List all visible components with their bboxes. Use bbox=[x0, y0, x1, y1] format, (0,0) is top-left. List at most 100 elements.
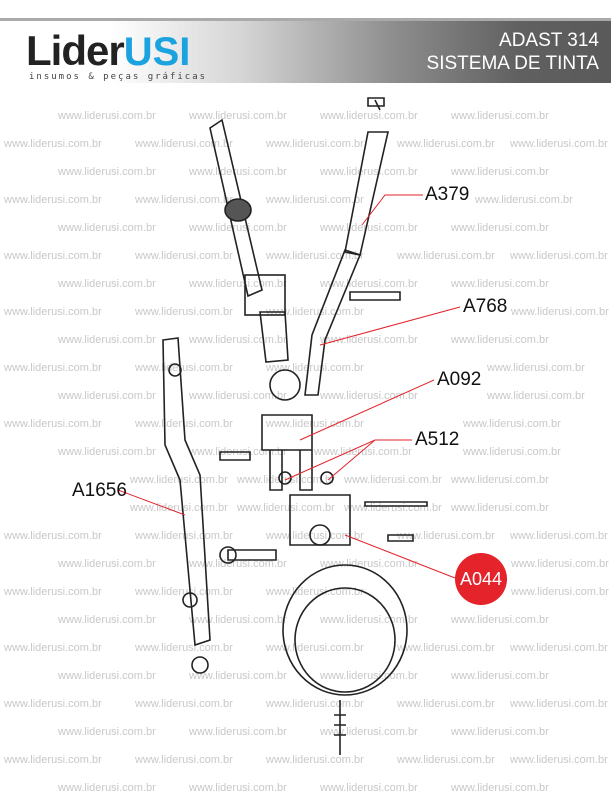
bracket-part-a092 bbox=[261, 414, 313, 491]
watermark-text: www.liderusi.com.br bbox=[510, 698, 608, 710]
watermark-text: www.liderusi.com.br bbox=[58, 110, 156, 122]
watermark-text: www.liderusi.com.br bbox=[135, 306, 233, 318]
watermark-text: www.liderusi.com.br bbox=[511, 306, 609, 318]
watermark-text: www.liderusi.com.br bbox=[463, 446, 561, 458]
watermark-text: www.liderusi.com.br bbox=[320, 670, 418, 682]
watermark-text: www.liderusi.com.br bbox=[189, 278, 287, 290]
watermark-text: www.liderusi.com.br bbox=[4, 698, 102, 710]
watermark-text: www.liderusi.com.br bbox=[266, 194, 364, 206]
highlighted-part-badge-a044: A044 bbox=[455, 553, 507, 605]
watermark-text: www.liderusi.com.br bbox=[189, 558, 287, 570]
watermark-text: www.liderusi.com.br bbox=[58, 166, 156, 178]
watermark-text: www.liderusi.com.br bbox=[58, 278, 156, 290]
watermark-text: www.liderusi.com.br bbox=[266, 306, 364, 318]
watermark-text: www.liderusi.com.br bbox=[510, 250, 608, 262]
watermark-text: www.liderusi.com.br bbox=[320, 558, 418, 570]
watermark-text: www.liderusi.com.br bbox=[4, 194, 102, 206]
watermark-text: www.liderusi.com.br bbox=[266, 250, 364, 262]
watermark-text: www.liderusi.com.br bbox=[487, 390, 585, 402]
watermark-text: www.liderusi.com.br bbox=[397, 754, 495, 766]
watermark-text: www.liderusi.com.br bbox=[189, 110, 287, 122]
watermark-text: www.liderusi.com.br bbox=[189, 166, 287, 178]
label-a768: A768 bbox=[463, 296, 508, 317]
watermark-text: www.liderusi.com.br bbox=[237, 502, 335, 514]
watermark-text: www.liderusi.com.br bbox=[397, 250, 495, 262]
watermark-text: www.liderusi.com.br bbox=[4, 250, 102, 262]
watermark-text: www.liderusi.com.br bbox=[344, 502, 442, 514]
watermark-text: www.liderusi.com.br bbox=[266, 138, 364, 150]
label-a512: A512 bbox=[415, 429, 460, 450]
label-a092: A092 bbox=[437, 369, 482, 390]
watermark-text: www.liderusi.com.br bbox=[58, 390, 156, 402]
label-a1656: A1656 bbox=[72, 480, 127, 501]
watermark-text: www.liderusi.com.br bbox=[189, 614, 287, 626]
watermark-text: www.liderusi.com.br bbox=[320, 782, 418, 794]
lever-part-a1656 bbox=[162, 337, 211, 647]
liderusi-logo: LiderUSI insumos & peças gráficas bbox=[26, 27, 208, 82]
watermark-text: www.liderusi.com.br bbox=[58, 558, 156, 570]
watermark-text: www.liderusi.com.br bbox=[487, 362, 585, 374]
watermark-text: www.liderusi.com.br bbox=[58, 614, 156, 626]
watermark-text: www.liderusi.com.br bbox=[189, 782, 287, 794]
watermark-text: www.liderusi.com.br bbox=[58, 726, 156, 738]
watermark-text: www.liderusi.com.br bbox=[397, 698, 495, 710]
watermark-text: www.liderusi.com.br bbox=[320, 110, 418, 122]
watermark-text: www.liderusi.com.br bbox=[451, 782, 549, 794]
watermark-text: www.liderusi.com.br bbox=[4, 362, 102, 374]
watermark-text: www.liderusi.com.br bbox=[397, 642, 495, 654]
handle-block-part bbox=[244, 274, 286, 316]
watermark-text: www.liderusi.com.br bbox=[320, 334, 418, 346]
watermark-text: www.liderusi.com.br bbox=[511, 558, 609, 570]
watermark-text: www.liderusi.com.br bbox=[4, 754, 102, 766]
watermark-text: www.liderusi.com.br bbox=[475, 194, 573, 206]
watermark-text: www.liderusi.com.br bbox=[58, 782, 156, 794]
watermark-text: www.liderusi.com.br bbox=[130, 502, 228, 514]
watermark-text: www.liderusi.com.br bbox=[510, 754, 608, 766]
header-banner: LiderUSI insumos & peças gráficas ADAST … bbox=[0, 18, 611, 83]
watermark-text: www.liderusi.com.br bbox=[451, 110, 549, 122]
watermark-text: www.liderusi.com.br bbox=[135, 362, 233, 374]
watermark-text: www.liderusi.com.br bbox=[189, 222, 287, 234]
watermark-text: www.liderusi.com.br bbox=[135, 754, 233, 766]
watermark-text: www.liderusi.com.br bbox=[451, 502, 549, 514]
watermark-text: www.liderusi.com.br bbox=[58, 222, 156, 234]
watermark-text: www.liderusi.com.br bbox=[266, 642, 364, 654]
watermark-text: www.liderusi.com.br bbox=[320, 166, 418, 178]
watermark-text: www.liderusi.com.br bbox=[451, 166, 549, 178]
watermark-text: www.liderusi.com.br bbox=[135, 530, 233, 542]
watermark-text: www.liderusi.com.br bbox=[510, 642, 608, 654]
watermark-text: www.liderusi.com.br bbox=[4, 586, 102, 598]
watermark-text: www.liderusi.com.br bbox=[451, 614, 549, 626]
rod-part-a768 bbox=[304, 249, 362, 396]
watermark-text: www.liderusi.com.br bbox=[320, 222, 418, 234]
watermark-text: www.liderusi.com.br bbox=[511, 586, 609, 598]
watermark-text: www.liderusi.com.br bbox=[510, 138, 608, 150]
watermark-text: www.liderusi.com.br bbox=[451, 222, 549, 234]
watermark-text: www.liderusi.com.br bbox=[135, 250, 233, 262]
watermark-text: www.liderusi.com.br bbox=[189, 726, 287, 738]
watermark-text: www.liderusi.com.br bbox=[451, 726, 549, 738]
watermark-text: www.liderusi.com.br bbox=[189, 390, 287, 402]
page-title: ADAST 314 SISTEMA DE TINTA bbox=[426, 30, 599, 74]
watermark-text: www.liderusi.com.br bbox=[451, 670, 549, 682]
watermark-text: www.liderusi.com.br bbox=[463, 418, 561, 430]
watermark-text: www.liderusi.com.br bbox=[135, 194, 233, 206]
watermark-text: www.liderusi.com.br bbox=[344, 474, 442, 486]
left-handle-part bbox=[209, 118, 263, 298]
watermark-text: www.liderusi.com.br bbox=[58, 446, 156, 458]
watermark-text: www.liderusi.com.br bbox=[4, 642, 102, 654]
watermark-text: www.liderusi.com.br bbox=[4, 306, 102, 318]
watermark-text: www.liderusi.com.br bbox=[135, 642, 233, 654]
watermark-text: www.liderusi.com.br bbox=[135, 138, 233, 150]
drum-part-a044 bbox=[282, 564, 408, 696]
watermark-text: www.liderusi.com.br bbox=[130, 474, 228, 486]
label-a379: A379 bbox=[425, 184, 470, 205]
watermark-text: www.liderusi.com.br bbox=[189, 670, 287, 682]
watermark-layer: www.liderusi.com.br www.liderusi.com.br ww… bbox=[0, 82, 611, 800]
watermark-text: www.liderusi.com.br bbox=[58, 670, 156, 682]
watermark-text: www.liderusi.com.br bbox=[135, 698, 233, 710]
leader-lines bbox=[117, 194, 461, 579]
watermark-text: www.liderusi.com.br bbox=[320, 390, 418, 402]
watermark-text: www.liderusi.com.br bbox=[451, 278, 549, 290]
